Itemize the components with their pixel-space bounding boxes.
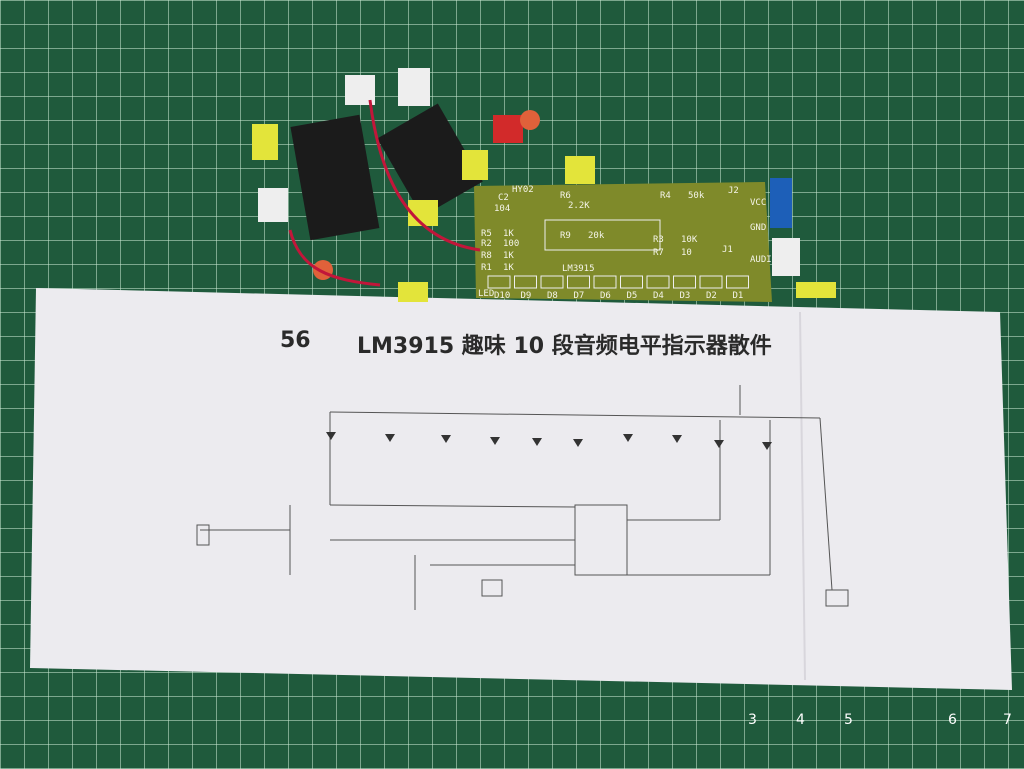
pcb-resistor-ref: R2 [481, 239, 492, 249]
ruler-number: 5 [844, 712, 853, 728]
pcb-resistor-ref: R1 [481, 263, 492, 273]
pcb-led-label: D1 [733, 291, 744, 301]
pcb-resistor-ref: R3 [653, 235, 664, 245]
paper-title: LM3915 趣味 10 段音频电平指示器散件 [357, 334, 772, 359]
pcb-label: HY02 [512, 185, 534, 195]
pcb-resistor-value: 1K [503, 229, 514, 239]
schematic-drawing [196, 385, 849, 610]
ruler-number: 3 [748, 712, 757, 728]
pcb-led-footprint [726, 275, 749, 289]
pcb-resistor-value: 20k [588, 231, 605, 241]
pcb-led-footprint [593, 275, 617, 289]
pcb-led-label: D9 [521, 291, 532, 301]
pcb-resistor-value: 100 [503, 239, 519, 249]
pcb-resistor-value: 1K [503, 251, 514, 261]
pcb-led-label: D2 [706, 291, 717, 301]
pcb-resistor-ref: R8 [481, 251, 492, 261]
pcb-resistor-value: 50k [688, 191, 705, 201]
schematic-leds [326, 432, 772, 450]
pcb-resistor-value: 10K [681, 235, 698, 245]
pcb-resistor-ref: R5 [481, 229, 492, 239]
pcb-led-label: D5 [627, 291, 638, 301]
pcb-label: C2 [498, 193, 509, 203]
pcb-led-footprint [646, 275, 670, 289]
pcb-led-footprint [540, 275, 564, 289]
pcb-led-label: D3 [680, 291, 691, 301]
pcb-led-footprint [567, 275, 590, 289]
pcb-led-footprint [487, 275, 511, 289]
pcb-label: J1 [722, 245, 733, 255]
pcb-resistor-ref: R9 [560, 231, 571, 241]
schematic-paper [30, 288, 1012, 690]
ruler-number: 7 [1003, 712, 1012, 728]
pcb-led-footprint [699, 275, 723, 289]
pcb-led-footprint [514, 275, 537, 289]
loose-components [252, 68, 836, 302]
pcb-led-label: D8 [547, 291, 558, 301]
pcb-label: GND [750, 223, 766, 233]
pcb-resistor-ref: R7 [653, 248, 664, 258]
pcb-led-label: D6 [600, 291, 611, 301]
pcb-resistor-ref: R6 [560, 191, 571, 201]
ruler-number: 6 [948, 712, 957, 728]
pcb-resistor-value: 2.2K [568, 201, 590, 211]
pcb-led-footprint [620, 275, 643, 289]
pcb-resistor-ref: R4 [660, 191, 671, 201]
pcb-label: LED [478, 289, 494, 299]
pcb-label: 104 [494, 204, 510, 214]
pcb-led-label: D4 [653, 291, 664, 301]
pcb-chip-label: LM3915 [562, 264, 595, 274]
pcb-led-footprint [673, 275, 696, 289]
pcb-label: J2 [728, 186, 739, 196]
pcb-resistor-value: 1K [503, 263, 514, 273]
paper-number: 56 [280, 328, 311, 353]
pcb-led-label: D7 [574, 291, 585, 301]
ruler-number: 4 [796, 712, 805, 728]
pcb-label: VCC [750, 198, 766, 208]
pcb-led-label: D10 [494, 291, 510, 301]
pcb-resistor-value: 10 [681, 248, 692, 258]
pcb-label: AUDIO [750, 255, 777, 265]
